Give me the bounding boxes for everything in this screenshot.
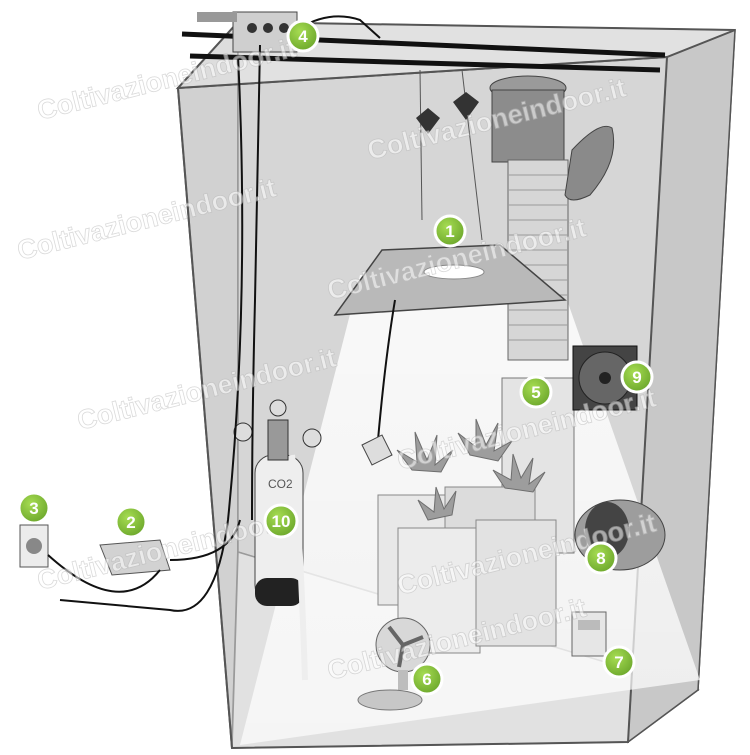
oscillating-fan [357, 617, 431, 711]
badge-3-label: 3 [29, 499, 38, 518]
badge-2: 2 [114, 505, 148, 539]
badge-4-label: 4 [298, 27, 308, 46]
co2-gauge-top [269, 399, 287, 417]
badge-10-label: 10 [272, 512, 291, 531]
badge-1-label: 1 [445, 222, 454, 241]
ballast [99, 539, 171, 576]
badge-4: 4 [286, 19, 320, 53]
carbon-filter-sock [491, 89, 565, 163]
exhaust-duct [489, 75, 575, 554]
badge-9: 9 [620, 360, 654, 394]
badge-6: 6 [410, 662, 444, 696]
badge-8-label: 8 [596, 549, 605, 568]
co2-gauge-right [302, 428, 322, 448]
controller-bracket [197, 12, 237, 22]
badges: 1 2 3 4 5 6 7 8 9 10 [17, 19, 654, 696]
co2-tank-base [255, 578, 303, 606]
badge-5: 5 [519, 375, 553, 409]
thermo-display [578, 620, 600, 630]
lamp-bulb [423, 264, 485, 280]
controller [197, 11, 298, 53]
rope-ratchets [416, 69, 483, 241]
plant-pot-4 [475, 519, 557, 647]
ratchet-right [453, 92, 479, 120]
socket-plug [361, 434, 393, 466]
wall-outlet [19, 524, 49, 568]
co2-hose [289, 454, 308, 681]
reflector-hood [333, 244, 567, 316]
badge-8: 8 [584, 541, 618, 575]
badge-7-label: 7 [614, 653, 623, 672]
co2-regulator [267, 419, 289, 461]
top-bar-front [189, 53, 661, 73]
badge-5-label: 5 [531, 383, 540, 402]
osc-fan-base [357, 689, 423, 711]
ratchet-left [416, 108, 440, 134]
badge-9-label: 9 [632, 368, 641, 387]
cannabis-leaves [396, 418, 546, 521]
badge-2-label: 2 [126, 513, 135, 532]
wall-fan [572, 345, 638, 411]
badge-6-label: 6 [422, 670, 431, 689]
osc-fan-neck [398, 670, 408, 690]
badge-10: 10 [263, 503, 299, 539]
badge-7: 7 [602, 645, 636, 679]
osc-fan-blades [387, 625, 424, 668]
lamp-cable [377, 299, 396, 441]
badge-1: 1 [433, 214, 467, 248]
co2-label: CO2 [268, 477, 293, 491]
thermo-hygrometer [571, 611, 607, 657]
lamp-reflector [333, 244, 567, 316]
intake-sock [564, 125, 615, 201]
badge-3: 3 [17, 491, 51, 525]
fan-hub [599, 372, 611, 384]
